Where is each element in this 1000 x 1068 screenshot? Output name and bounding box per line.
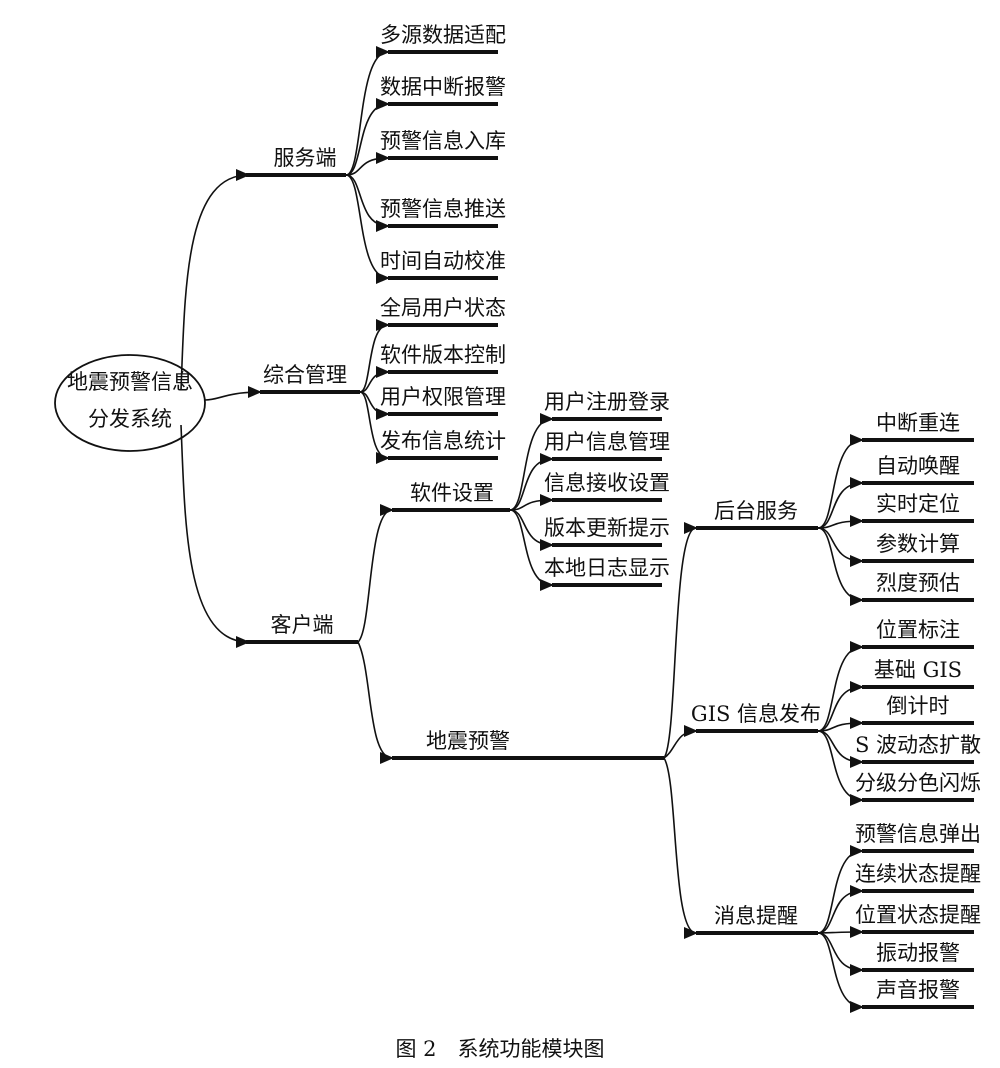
management-arrow-4 — [376, 452, 390, 464]
backend-label: 后台服务 — [714, 499, 798, 523]
figure-caption: 图 2 系统功能模块图 — [395, 1037, 604, 1061]
connector-client-warning — [357, 641, 393, 759]
arrow-management — [248, 386, 262, 398]
backend-arrow-3 — [850, 515, 864, 527]
gis-label: GIS 信息发布 — [691, 702, 821, 726]
alert-arrow-2 — [850, 885, 864, 897]
settings-item-5: 本地日志显示 — [544, 556, 670, 580]
client-branch: 客户端 软件设置 用户注册登录用户信息管理信息接收设置版本更新提示本地日志显示 … — [246, 390, 981, 1013]
backend-item-5: 烈度预估 — [876, 571, 960, 595]
gis-item-3: 倒计时 — [887, 694, 950, 718]
settings-label: 软件设置 — [410, 481, 494, 505]
backend-arrow-2 — [850, 477, 864, 489]
arrow-alert — [684, 927, 698, 939]
root-node: 地震预警信息 分发系统 — [54, 354, 206, 452]
backend-arrow-5 — [850, 594, 864, 606]
backend-arrow-1 — [850, 434, 864, 446]
alert-item-3: 位置状态提醒 — [855, 903, 981, 927]
alert-arrow-4 — [850, 964, 864, 976]
root-label-line2: 分发系统 — [88, 407, 172, 431]
connector-warning-alert — [663, 757, 697, 934]
backend-item-2: 自动唤醒 — [876, 454, 960, 478]
arrow-gis — [684, 725, 698, 737]
server-arrow-4 — [376, 220, 390, 232]
settings-item-2: 用户信息管理 — [544, 430, 670, 454]
alert-label: 消息提醒 — [714, 904, 798, 928]
server-label: 服务端 — [274, 146, 337, 170]
backend-arrow-4 — [850, 555, 864, 567]
alert-item-2: 连续状态提醒 — [855, 862, 981, 886]
connector-root-server — [180, 174, 249, 391]
root-connectors — [180, 169, 263, 648]
settings-item-4: 版本更新提示 — [544, 516, 670, 540]
alert-arrow-5 — [850, 1001, 864, 1013]
server-item-3: 预警信息入库 — [380, 129, 506, 153]
server-connector-1 — [345, 51, 389, 176]
server-arrow-2 — [376, 98, 390, 110]
arrow-server — [236, 169, 250, 181]
management-item-1: 全局用户状态 — [380, 296, 506, 320]
server-arrow-1 — [376, 46, 390, 58]
server-item-2: 数据中断报警 — [380, 75, 506, 99]
root-label-line1: 地震预警信息 — [67, 370, 193, 394]
arrow-warning — [380, 752, 394, 764]
gis-arrow-1 — [850, 641, 864, 653]
alert-arrow-1 — [850, 845, 864, 857]
management-label: 综合管理 — [263, 363, 347, 387]
connector-client-settings — [357, 509, 393, 643]
settings-arrow-4 — [540, 539, 554, 551]
settings-arrow-1 — [540, 413, 554, 425]
backend-item-1: 中断重连 — [876, 411, 960, 435]
arrow-client — [236, 636, 250, 648]
gis-item-2: 基础 GIS — [874, 658, 962, 682]
backend-item-3: 实时定位 — [876, 492, 960, 516]
client-label: 客户端 — [271, 613, 334, 637]
alert-item-1: 预警信息弹出 — [855, 822, 981, 846]
management-item-3: 用户权限管理 — [380, 385, 506, 409]
gis-item-4: S 波动态扩散 — [855, 733, 981, 757]
connector-warning-backend — [663, 527, 697, 759]
server-item-4: 预警信息推送 — [380, 197, 506, 221]
server-item-5: 时间自动校准 — [380, 249, 506, 273]
management-item-4: 发布信息统计 — [380, 429, 506, 453]
gis-arrow-2 — [850, 681, 864, 693]
settings-arrow-3 — [540, 494, 554, 506]
management-arrow-3 — [376, 408, 390, 420]
arrow-backend — [684, 522, 698, 534]
alert-arrow-3 — [850, 926, 864, 938]
backend-item-4: 参数计算 — [876, 532, 960, 556]
settings-arrow-2 — [540, 453, 554, 465]
server-arrow-3 — [376, 152, 390, 164]
gis-arrow-4 — [850, 756, 864, 768]
server-arrow-5 — [376, 272, 390, 284]
settings-item-3: 信息接收设置 — [544, 471, 670, 495]
alert-item-4: 振动报警 — [876, 941, 960, 965]
management-arrow-1 — [376, 319, 390, 331]
management-arrow-2 — [376, 366, 390, 378]
management-item-2: 软件版本控制 — [380, 343, 506, 367]
arrow-settings — [380, 504, 394, 516]
settings-arrow-5 — [540, 579, 554, 591]
gis-arrow-5 — [850, 794, 864, 806]
server-item-1: 多源数据适配 — [380, 23, 506, 47]
gis-item-1: 位置标注 — [876, 618, 960, 642]
settings-item-1: 用户注册登录 — [544, 390, 670, 414]
alert-item-5: 声音报警 — [876, 978, 960, 1002]
gis-arrow-3 — [850, 717, 864, 729]
gis-item-5: 分级分色闪烁 — [855, 771, 981, 795]
connector-root-client — [180, 424, 249, 643]
warning-label: 地震预警 — [426, 729, 510, 753]
